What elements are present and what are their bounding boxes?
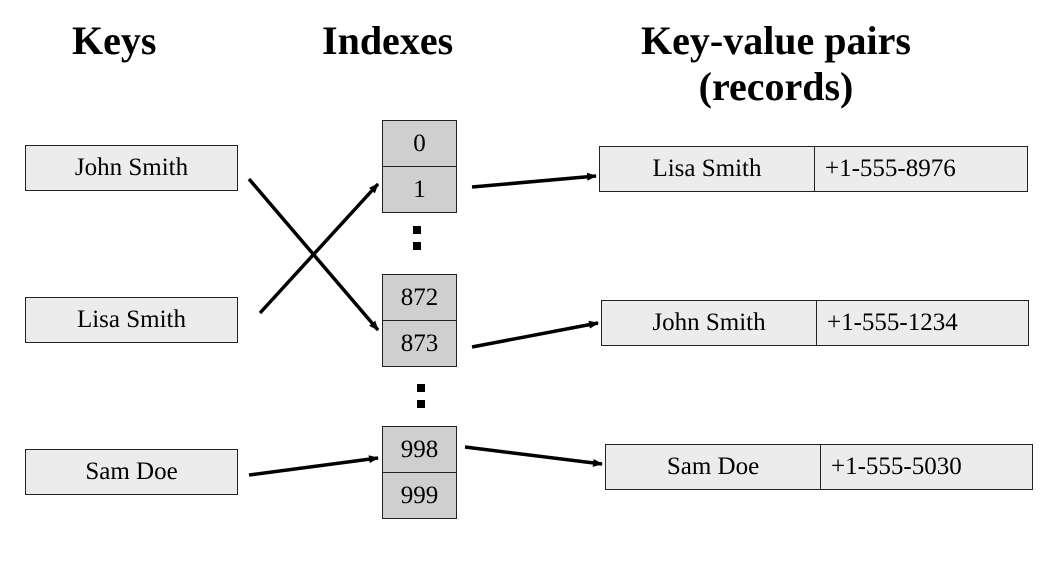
arrow-873-to-john-record [471,320,599,349]
arrow-sam-to-998 [248,455,379,477]
pairs-heading-line2: (records) [698,64,854,109]
key-john-smith: John Smith [25,145,238,191]
key-sam-doe: Sam Doe [25,449,238,495]
index-1: 1 [382,166,457,213]
indexes-heading: Indexes [322,18,454,63]
arrow-lisa-to-1 [258,182,380,315]
record-name: Sam Doe [606,445,821,489]
pairs-heading: Key-value pairs (records) [626,18,926,110]
index-998: 998 [382,426,457,473]
ellipsis-dots-1 [413,226,421,258]
record-phone: +1-555-5030 [831,453,962,480]
record-name: John Smith [602,301,817,345]
record-lisa-smith: Lisa Smith +1-555-8976 [599,146,1028,192]
arrow-1-to-lisa-record [471,172,597,189]
pairs-heading-line1: Key-value pairs [641,18,911,63]
record-phone: +1-555-1234 [827,309,958,336]
record-john-smith: John Smith +1-555-1234 [601,300,1029,346]
record-phone: +1-555-8976 [825,155,956,182]
key-lisa-smith: Lisa Smith [25,297,238,343]
record-sam-doe: Sam Doe +1-555-5030 [605,444,1033,490]
ellipsis-dots-2 [417,384,425,416]
record-name: Lisa Smith [600,147,815,191]
keys-heading: Keys [72,18,157,63]
index-999: 999 [382,472,457,519]
arrow-998-to-sam-record [464,445,603,467]
index-873: 873 [382,320,457,367]
